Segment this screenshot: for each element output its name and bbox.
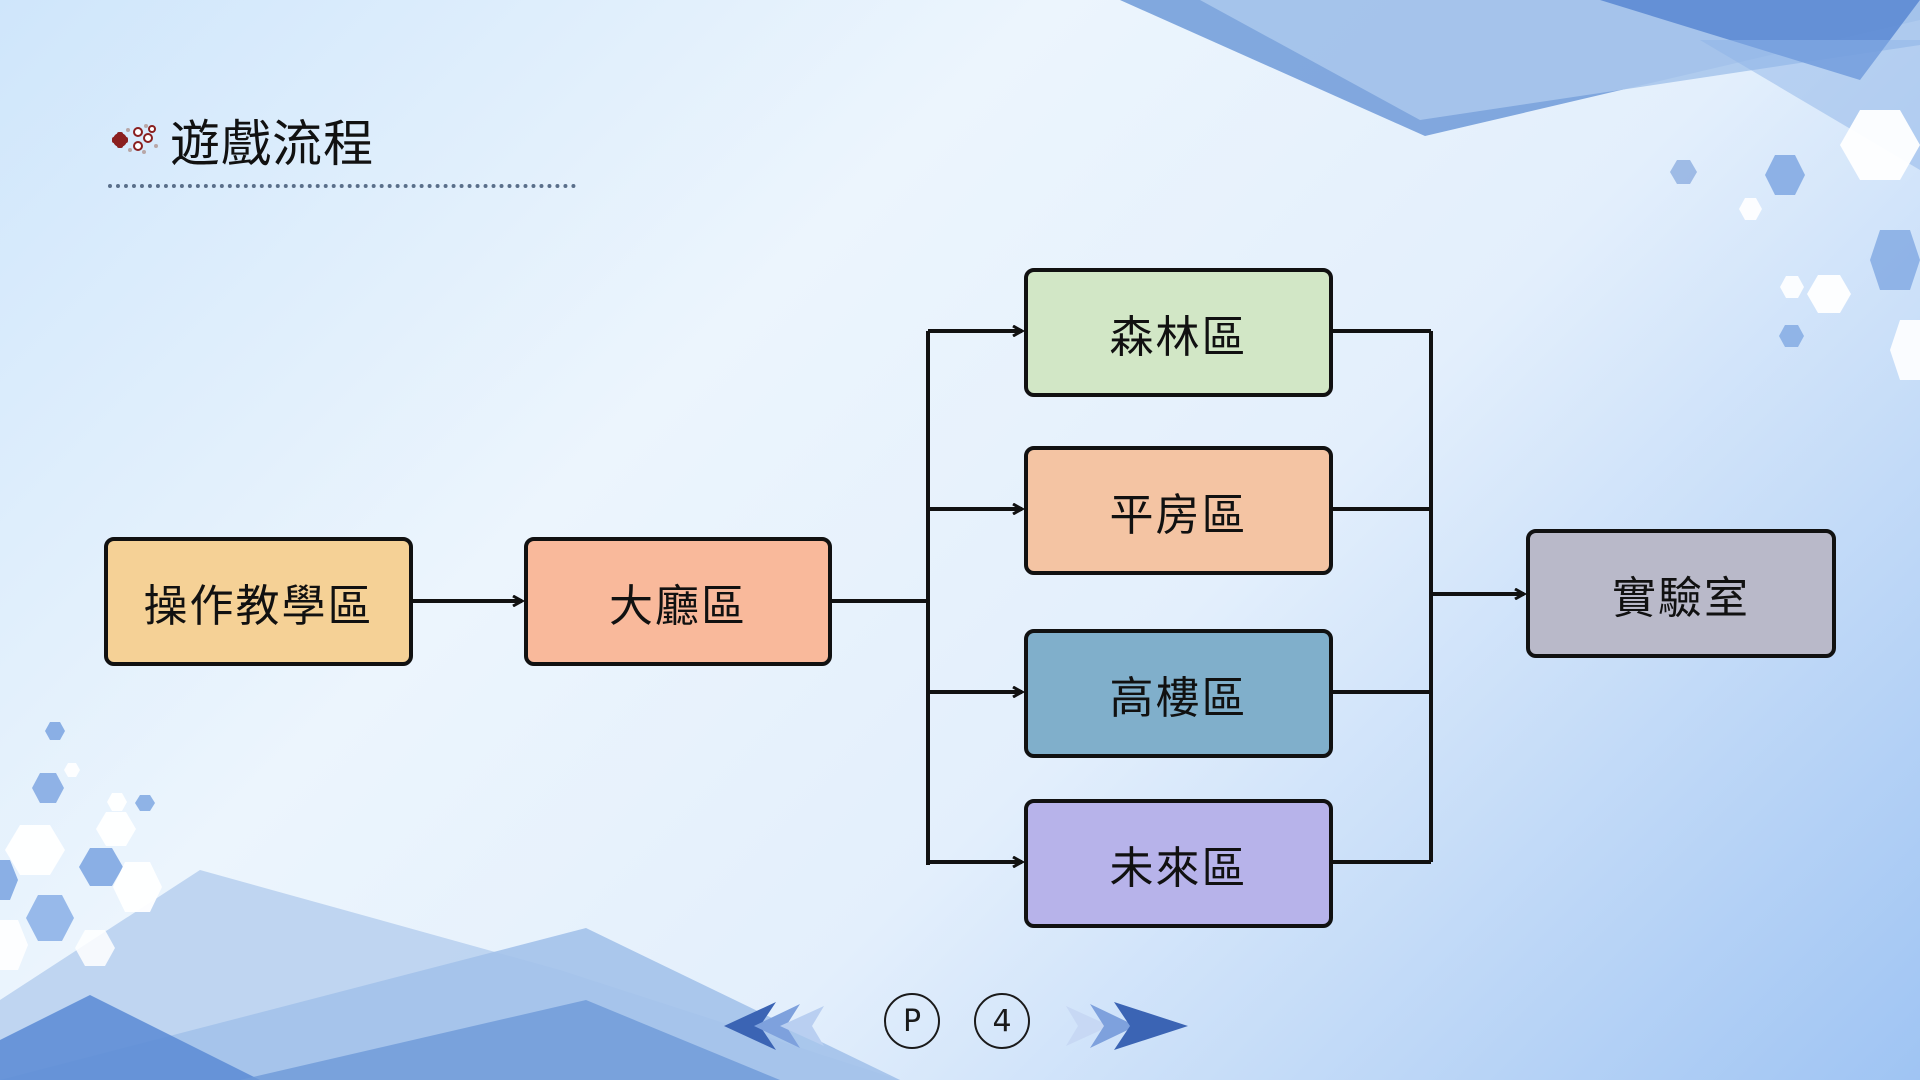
page-prefix-button[interactable]: P bbox=[884, 993, 940, 1049]
page-number-button[interactable]: 4 bbox=[974, 993, 1030, 1049]
node-forest: 森林區 bbox=[1024, 268, 1333, 397]
title-underline bbox=[108, 184, 576, 188]
node-lab: 實驗室 bbox=[1526, 529, 1836, 658]
node-bungalow: 平房區 bbox=[1024, 446, 1333, 575]
node-bungalow-label: 平房區 bbox=[1109, 489, 1248, 541]
slide-title: 遊戲流程 bbox=[108, 105, 374, 175]
page-prefix-label: P bbox=[902, 1003, 922, 1039]
node-highrise: 高樓區 bbox=[1024, 629, 1333, 758]
node-lobby: 大廳區 bbox=[524, 537, 832, 666]
node-lab-label: 實驗室 bbox=[1612, 572, 1750, 624]
node-future-label: 未來區 bbox=[1109, 842, 1248, 894]
node-lobby-label: 大廳區 bbox=[609, 580, 747, 632]
chevrons-left-icon[interactable] bbox=[720, 996, 850, 1056]
node-future: 未來區 bbox=[1024, 799, 1333, 928]
node-tutorial: 操作教學區 bbox=[104, 537, 413, 666]
node-highrise-label: 高樓區 bbox=[1109, 672, 1248, 724]
node-tutorial-label: 操作教學區 bbox=[143, 580, 374, 632]
game-controller-icon bbox=[112, 124, 158, 154]
page-number-label: 4 bbox=[992, 1003, 1012, 1039]
page-title: 遊戲流程 bbox=[170, 115, 374, 173]
chevrons-right-icon[interactable] bbox=[1062, 996, 1192, 1056]
node-forest-label: 森林區 bbox=[1109, 311, 1248, 363]
